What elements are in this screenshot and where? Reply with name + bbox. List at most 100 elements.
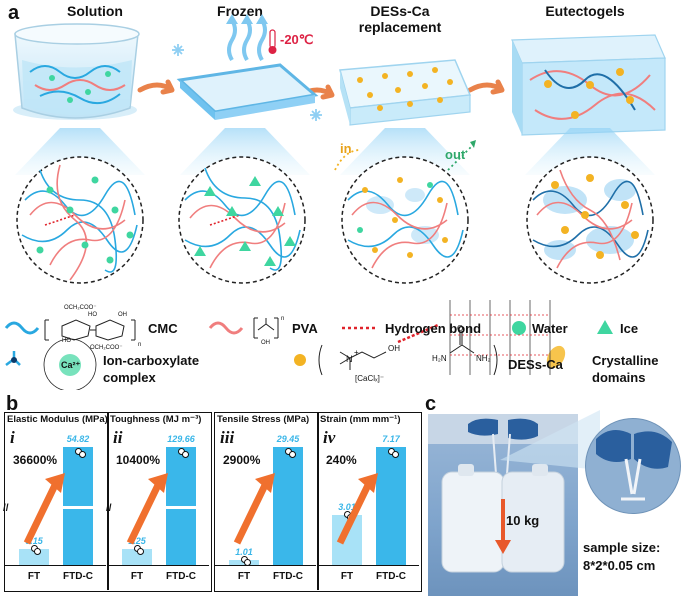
legend-ice-label: Ice [620,321,639,336]
ca-ion-label: Ca²⁺ [61,360,81,370]
plus-label: + [354,348,359,357]
chart-divider-left [107,412,109,590]
bar-ft [122,549,152,565]
chart-header: Elastic Modulus (MPa) [7,414,108,425]
chart-header: Tensile Stress (MPa) [217,414,310,425]
pva-n: n [281,316,285,322]
zoom-circle-photo [585,418,681,514]
zoom-photo-graphic [596,430,672,501]
load-photo [428,414,578,596]
pva-structure-icon [253,317,279,339]
stage-title-eutectogels: Eutectogels [545,3,625,19]
data-point [182,451,189,458]
chart-roman-numeral: iii [220,428,235,447]
value-label-ftdc: 129.66 [167,434,195,444]
category-label-ft: FT [27,571,41,582]
water-icon [512,321,526,335]
micro-circle-frozen [178,156,306,284]
increase-percent: 240% [326,453,357,467]
increase-arrow-icon [126,473,168,545]
sample-size-line2: 8*2*0.05 cm [583,558,656,573]
desca-structure-icon [318,323,498,376]
urea-h2n: H₂N [432,354,447,363]
beaker-icon [13,23,140,120]
legend-hbond-label: Hydrogen bond [385,321,482,336]
legend-crystal-line1: Crystalline [592,353,659,368]
value-label-ft: 0.15 [25,536,43,546]
cmc-line-icon [4,321,40,335]
data-point [392,451,399,458]
category-label-ftdc: FTD-C [63,571,93,582]
increase-arrow-icon [233,473,275,545]
pva-line-icon [208,321,244,335]
panel-a-letter: a [8,2,20,24]
data-point [34,548,41,555]
value-label-ft: 1.01 [235,547,253,557]
axis-break-mark: // [3,503,9,514]
panel-c-letter: c [425,393,437,415]
legend-ion-complex-line1: Ion-carboxylate [103,353,200,368]
category-label-ftdc: FTD-C [166,571,196,582]
stage-title-solution: Solution [67,3,123,19]
arrow-icon [137,79,175,95]
micro-circle-desca [334,140,476,284]
value-label-ftdc: 29.45 [276,434,300,444]
ion-complex-icon [5,338,97,390]
load-photo-graphic [428,414,578,573]
value-label-ftdc: 54.82 [66,434,90,444]
category-label-ft: FT [130,571,144,582]
temperature-label: -20℃ [280,32,314,47]
in-label: in [340,141,352,156]
eutectogel-cube-icon [511,34,666,136]
out-label: out [445,147,466,162]
urea-nh2: NH₂ [476,354,491,363]
value-label-ft: 1.25 [128,536,146,546]
ice-icon [597,320,613,334]
axis-break [63,506,93,509]
crystal-lattice-icon [449,300,551,375]
cmc-och2coo-bot: OCH₂COO⁻ [90,345,123,351]
chart-header: Toughness (MJ m⁻³) [110,414,202,425]
category-label-ft: FT [237,571,251,582]
zoom-connector [500,410,600,470]
snowflake-icon [172,44,322,121]
sample-size-line1: sample size: [583,540,661,555]
increase-percent: 10400% [116,453,161,467]
cmc-structure-icon [44,319,136,341]
cmc-n-sub: n [138,342,142,348]
crystal-domain-icon [546,345,566,369]
micro-circle-eutectogel [526,156,654,284]
chart-roman-numeral: ii [113,428,123,447]
micro-circle-solution [16,156,144,284]
increase-arrow-icon [23,473,65,545]
bar-ftdc [376,447,406,565]
cmc-oh1: OH [118,312,127,318]
legend-cmc-label: CMC [148,321,178,336]
increase-arrow-icon [336,473,378,545]
stage-title-frozen: Frozen [217,3,263,19]
data-point [79,451,86,458]
desca-icon [294,354,306,366]
x-axis-line [215,565,316,567]
stage-title-desca-line2: replacement [358,19,442,35]
axis-break [166,506,196,509]
panel-a-illustration [13,14,666,284]
legend-pva-label: PVA [292,321,318,336]
cmc-ho2: HO [88,312,97,318]
chart-roman-numeral: iv [323,428,336,447]
n-plus-label: N [346,354,353,364]
load-label: 10 kg [506,513,540,528]
value-label-ft: 3.01 [338,502,356,513]
category-label-ft: FT [340,571,354,582]
choline-oh: OH [388,344,400,353]
panel-b-letter: b [6,393,19,415]
stage-title-desca-line1: DESs-Ca [370,3,430,19]
frozen-slab-icon [172,14,322,121]
x-axis-line [5,565,106,567]
axis-break-mark: // [106,503,112,514]
bar-ft [19,549,49,565]
legend-ion-complex-line2: complex [103,370,156,385]
cmc-ho1: HO [62,338,71,344]
x-axis-line [318,565,419,567]
cmc-och2coo-top: OCH₂COO⁻ [64,305,97,311]
